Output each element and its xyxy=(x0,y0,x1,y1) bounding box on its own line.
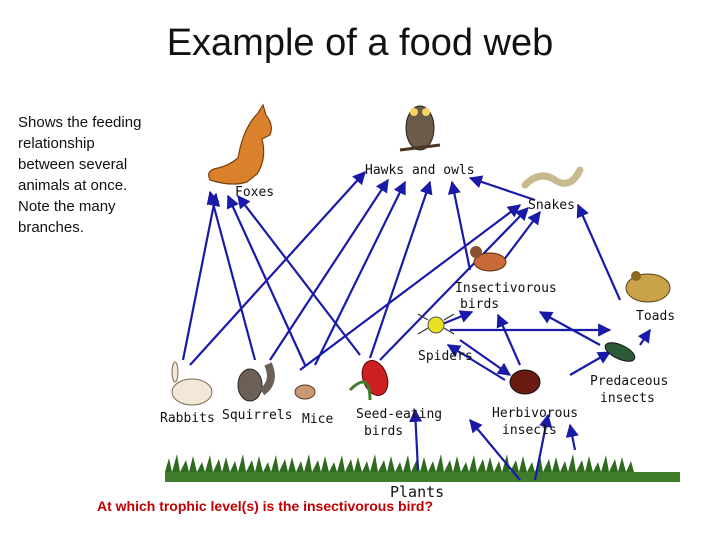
question-text: At which trophic level(s) is the insecti… xyxy=(96,498,434,514)
slide-description: Shows the feeding relationship between s… xyxy=(18,114,142,236)
organism-labels: Foxes Hawks and owls Snakes Insectivorou… xyxy=(160,163,675,501)
label-insectivorous-2: birds xyxy=(460,297,499,312)
herbivorous-insect-illustration xyxy=(509,369,541,395)
arrow-spiders-to-insectbirds xyxy=(439,310,474,327)
grass-illustration xyxy=(165,454,680,482)
arrow-herbivorous-to-spiders xyxy=(446,344,506,381)
feeding-arrows xyxy=(181,171,651,481)
arrow-rabbits-to-foxes xyxy=(181,192,221,361)
arrow-squirrels-to-hawks xyxy=(269,178,389,361)
label-spiders: Spiders xyxy=(418,349,473,364)
label-herbivorous-2: insects xyxy=(502,423,557,438)
arrow-toads-to-snakes xyxy=(576,203,622,301)
label-rabbits: Rabbits xyxy=(160,411,215,426)
rabbit-illustration xyxy=(171,361,213,406)
arrow-predaceous-to-toads xyxy=(637,328,651,346)
arrow-seedbirds-to-hawks xyxy=(368,180,433,359)
label-predaceous-1: Predaceous xyxy=(590,374,668,389)
arrow-herbivorous-to-predaceous xyxy=(569,351,612,376)
fox-illustration xyxy=(208,103,272,185)
owl-illustration xyxy=(399,105,441,152)
spider-illustration xyxy=(417,313,455,335)
label-hawks-owls: Hawks and owls xyxy=(365,163,475,178)
arrow-plants-to-herbivorous xyxy=(533,413,553,481)
arrow-snakes-to-hawks xyxy=(468,175,536,202)
squirrel-illustration xyxy=(237,362,275,402)
arrow-spiders-herbivorous xyxy=(459,339,512,376)
label-foxes: Foxes xyxy=(235,185,274,200)
label-toads: Toads xyxy=(636,309,675,324)
arrow-seedbirds-to-foxes xyxy=(237,194,361,356)
label-seed-eating-2: birds xyxy=(364,424,403,439)
label-predaceous-2: insects xyxy=(600,391,655,406)
insectivorous-bird-illustration xyxy=(470,246,507,272)
label-mice: Mice xyxy=(302,412,333,427)
label-squirrels: Squirrels xyxy=(222,408,292,423)
label-plants: Plants xyxy=(390,483,444,501)
label-herbivorous-1: Herbivorous xyxy=(492,406,578,421)
arrow-plants-to-herbivorous-2 xyxy=(469,418,521,481)
predaceous-insect-illustration xyxy=(604,342,636,362)
snake-illustration xyxy=(521,166,584,189)
label-seed-eating-1: Seed-eating xyxy=(356,407,442,422)
toad-illustration xyxy=(625,271,671,303)
arrow-herbivorous-to-insectbirds xyxy=(496,313,522,366)
cardinal-illustration xyxy=(348,360,389,401)
label-snakes: Snakes xyxy=(528,198,575,213)
arrow-rabbits-to-hawks xyxy=(189,171,366,366)
arrow-seedbirds-to-snakes xyxy=(379,207,529,361)
arrow-mice-to-hawks xyxy=(314,180,406,366)
label-insectivorous-1: Insectivorous xyxy=(455,281,557,296)
arrow-plants-to-herbivorous-3 xyxy=(565,423,579,451)
arrow-insectbirds-to-hawks xyxy=(447,180,472,271)
arrow-insectbirds-to-snakes xyxy=(499,210,541,266)
arrow-predaceous-to-insectbirds xyxy=(538,311,601,346)
arrow-squirrels-to-foxes xyxy=(206,190,257,361)
arrow-plants-to-seedbirds xyxy=(409,408,423,471)
mouse-illustration xyxy=(294,384,316,400)
slide-title: Example of a food web xyxy=(166,22,554,64)
arrow-mice-to-snakes xyxy=(299,204,522,371)
